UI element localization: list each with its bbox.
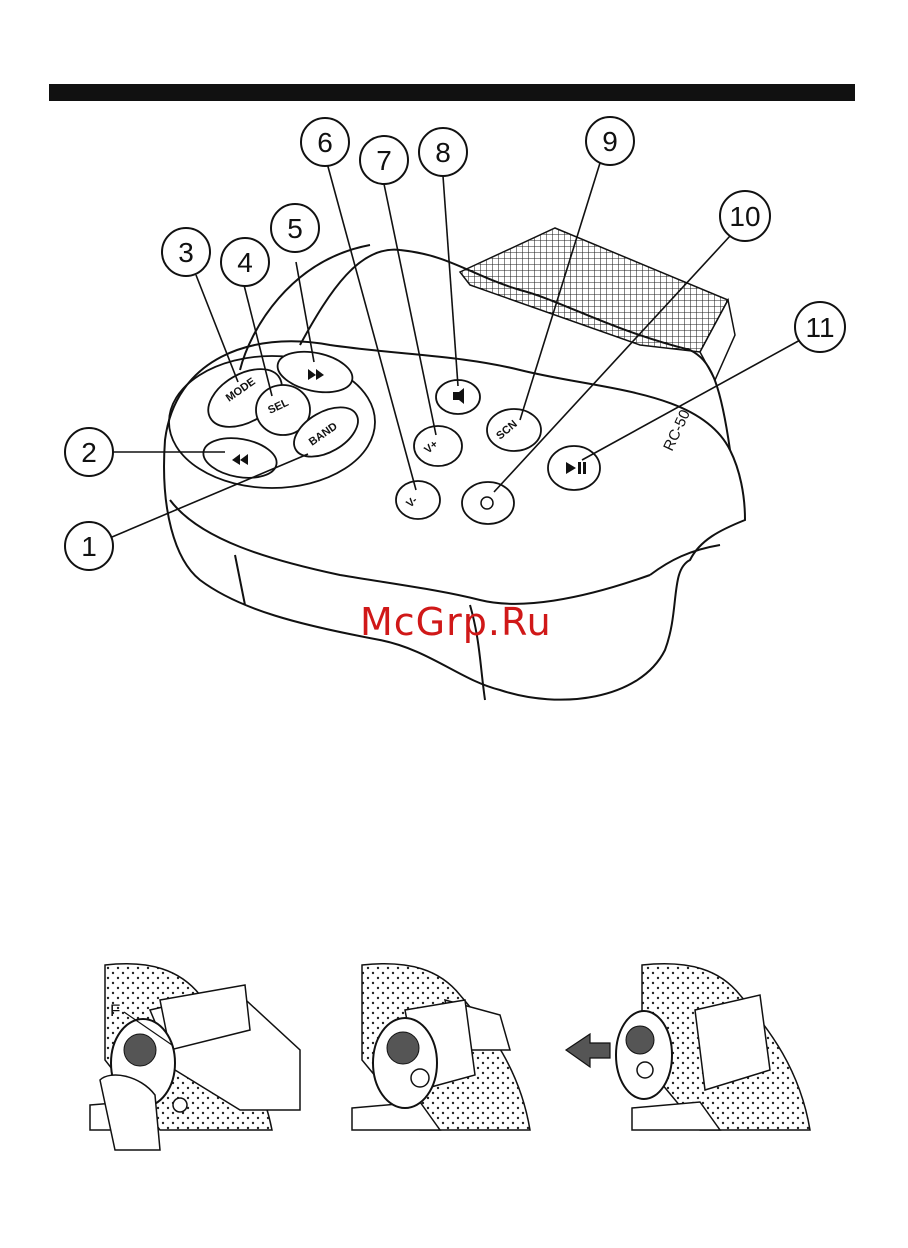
marker-f: F [110,1001,120,1020]
install-step-2 [352,964,530,1130]
svg-text:6: 6 [317,127,333,158]
direction-arrow [566,1034,610,1067]
callout-8: 8 [419,128,467,176]
svg-text:7: 7 [376,145,392,176]
callout-4: 4 [221,238,269,286]
install-step-1: F [90,964,300,1150]
svg-text:8: 8 [435,137,451,168]
svg-text:2: 2 [81,437,97,468]
callout-3: 3 [162,228,210,276]
svg-text:4: 4 [237,247,253,278]
callout-11: 11 [795,302,845,352]
callout-5: 5 [271,204,319,252]
power-button[interactable] [462,482,514,524]
callout-9: 9 [586,117,634,165]
callout-1: 1 [65,522,113,570]
svg-text:3: 3 [178,237,194,268]
install-step-3 [616,964,810,1130]
volume-down-button[interactable] [396,481,440,519]
callout-2: 2 [65,428,113,476]
svg-text:11: 11 [805,312,834,343]
svg-text:1: 1 [81,531,97,562]
mesh-strap [460,228,735,380]
watermark: McGrp.Ru [360,600,552,644]
callout-10: 10 [720,191,770,241]
svg-text:5: 5 [287,213,303,244]
svg-text:10: 10 [729,201,760,232]
callout-7: 7 [360,136,408,184]
callout-6: 6 [301,118,349,166]
svg-text:9: 9 [602,126,618,157]
